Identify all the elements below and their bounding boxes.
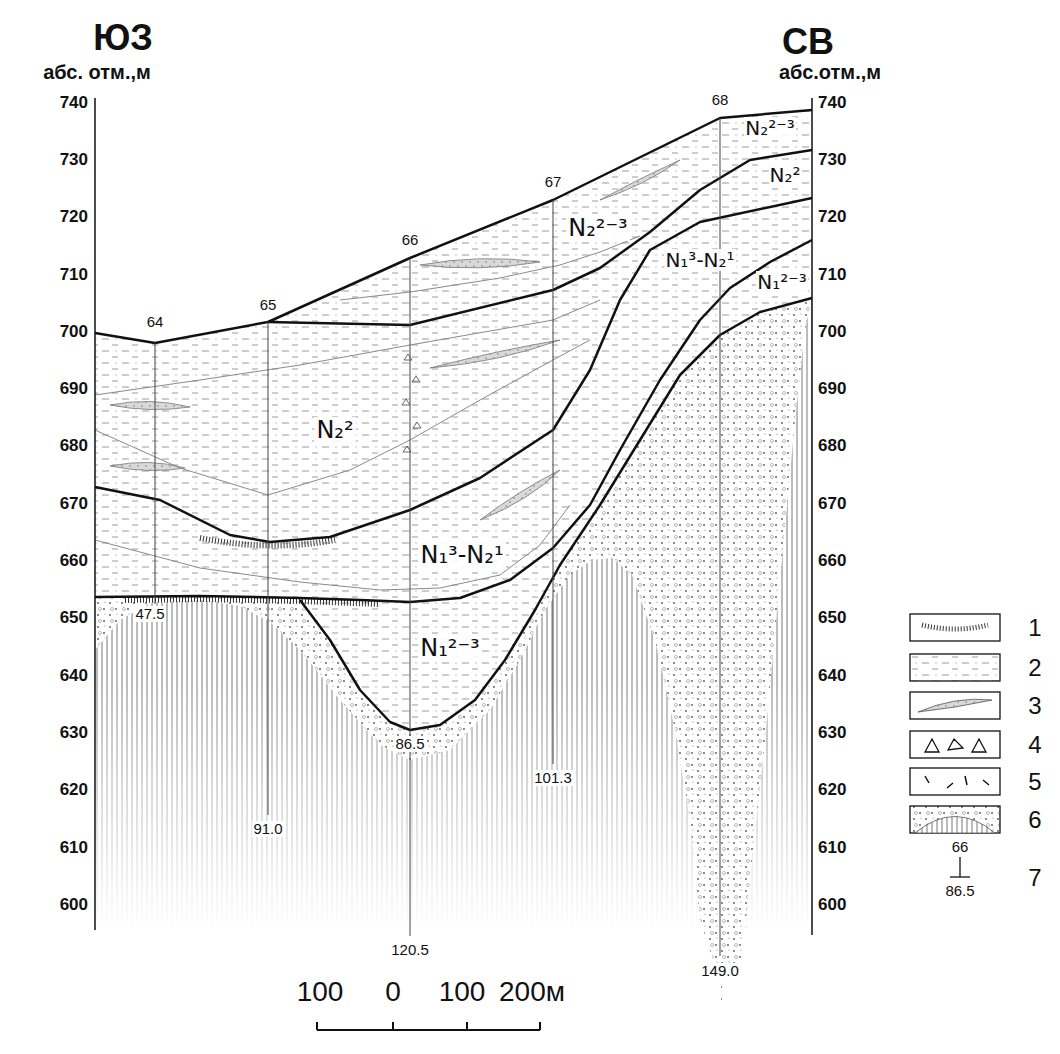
borehole-depth: 101.3 bbox=[533, 770, 573, 787]
elevation-tick: 730 bbox=[60, 151, 88, 170]
elevation-tick: 700 bbox=[60, 323, 88, 342]
borehole-number: 65 bbox=[260, 297, 277, 314]
elevation-tick: 700 bbox=[818, 323, 846, 342]
borehole-number: 66 bbox=[402, 232, 419, 249]
axis-title: абс. отм.,м bbox=[43, 61, 151, 83]
legend-borehole-number: 66 bbox=[952, 839, 969, 856]
elevation-tick: 610 bbox=[818, 839, 846, 858]
borehole-depth: 91.0 bbox=[252, 821, 283, 838]
legend-number: 7 bbox=[1028, 865, 1041, 891]
borehole-depth: 86.5 bbox=[394, 736, 425, 753]
sand-layer bbox=[95, 298, 812, 1000]
elevation-tick: 690 bbox=[818, 380, 846, 399]
legend-number: 1 bbox=[1028, 615, 1041, 641]
legend-number: 5 bbox=[1028, 769, 1041, 795]
elevation-tick: 740 bbox=[818, 94, 846, 113]
scale-bar bbox=[317, 1022, 540, 1030]
elevation-tick: 600 bbox=[60, 896, 88, 915]
legend-swatch bbox=[910, 614, 1000, 877]
legend-number: 2 bbox=[1028, 655, 1041, 681]
formation-index: N₂²⁻³ bbox=[744, 117, 796, 139]
elevation-tick: 680 bbox=[818, 437, 846, 456]
elevation-tick: 740 bbox=[60, 94, 88, 113]
borehole-depth: 149.0 bbox=[700, 963, 740, 980]
elevation-tick: 640 bbox=[818, 667, 846, 686]
borehole bbox=[155, 118, 720, 956]
formation-index: N₁³-N₂¹ bbox=[664, 249, 735, 271]
elevation-axis bbox=[95, 98, 812, 935]
scale-number: 100 bbox=[439, 977, 486, 1008]
elevation-tick: 620 bbox=[818, 781, 846, 800]
elevation-tick: 630 bbox=[818, 724, 846, 743]
formation-index: N₁²⁻³ bbox=[418, 635, 481, 661]
elevation-tick: 660 bbox=[60, 552, 88, 571]
elevation-tick: 710 bbox=[818, 266, 846, 285]
elevation-tick: 690 bbox=[60, 380, 88, 399]
formation-index: N₁³-N₂¹ bbox=[418, 542, 505, 568]
borehole-number: 67 bbox=[545, 174, 562, 191]
basement-crust bbox=[95, 298, 812, 1000]
borehole-number: 64 bbox=[147, 314, 164, 331]
formation-index: N₂² bbox=[314, 417, 355, 443]
formation-index: N₂² bbox=[769, 164, 802, 186]
elevation-tick: 720 bbox=[818, 208, 846, 227]
formation-index: N₁²⁻³ bbox=[756, 271, 808, 293]
scale-number: 100 bbox=[297, 977, 344, 1008]
elevation-tick: 640 bbox=[60, 667, 88, 686]
elevation-tick: 720 bbox=[60, 208, 88, 227]
scale-number: 0 bbox=[385, 977, 401, 1008]
legend-number: 4 bbox=[1028, 732, 1041, 758]
bedding-line bbox=[95, 236, 640, 590]
direction-label: СВ bbox=[782, 22, 834, 62]
direction-label: ЮЗ bbox=[93, 18, 153, 58]
axis-title: абс.отм.,м bbox=[779, 61, 881, 83]
hatched-bed bbox=[125, 538, 380, 604]
elevation-tick: 650 bbox=[60, 609, 88, 628]
elevation-tick: 680 bbox=[60, 437, 88, 456]
formation-index: N₂²⁻³ bbox=[566, 215, 629, 241]
breccia-marks bbox=[402, 354, 421, 452]
elevation-tick: 660 bbox=[818, 552, 846, 571]
elevation-tick: 600 bbox=[818, 896, 846, 915]
elevation-tick: 610 bbox=[60, 839, 88, 858]
stratigraphic-boundary bbox=[95, 110, 812, 730]
scale-number: 200м bbox=[499, 977, 565, 1008]
elevation-tick: 670 bbox=[818, 495, 846, 514]
elevation-tick: 710 bbox=[60, 266, 88, 285]
elevation-tick: 730 bbox=[818, 151, 846, 170]
borehole-depth: 47.5 bbox=[134, 606, 165, 623]
elevation-tick: 650 bbox=[818, 609, 846, 628]
borehole-number: 68 bbox=[712, 92, 729, 109]
legend-number: 6 bbox=[1028, 807, 1041, 833]
legend-number: 3 bbox=[1028, 693, 1041, 719]
legend-borehole-depth: 86.5 bbox=[945, 883, 974, 900]
elevation-tick: 630 bbox=[60, 724, 88, 743]
sand-lens bbox=[110, 160, 680, 520]
borehole-depth: 120.5 bbox=[390, 942, 430, 959]
elevation-tick: 620 bbox=[60, 781, 88, 800]
elevation-tick: 670 bbox=[60, 495, 88, 514]
